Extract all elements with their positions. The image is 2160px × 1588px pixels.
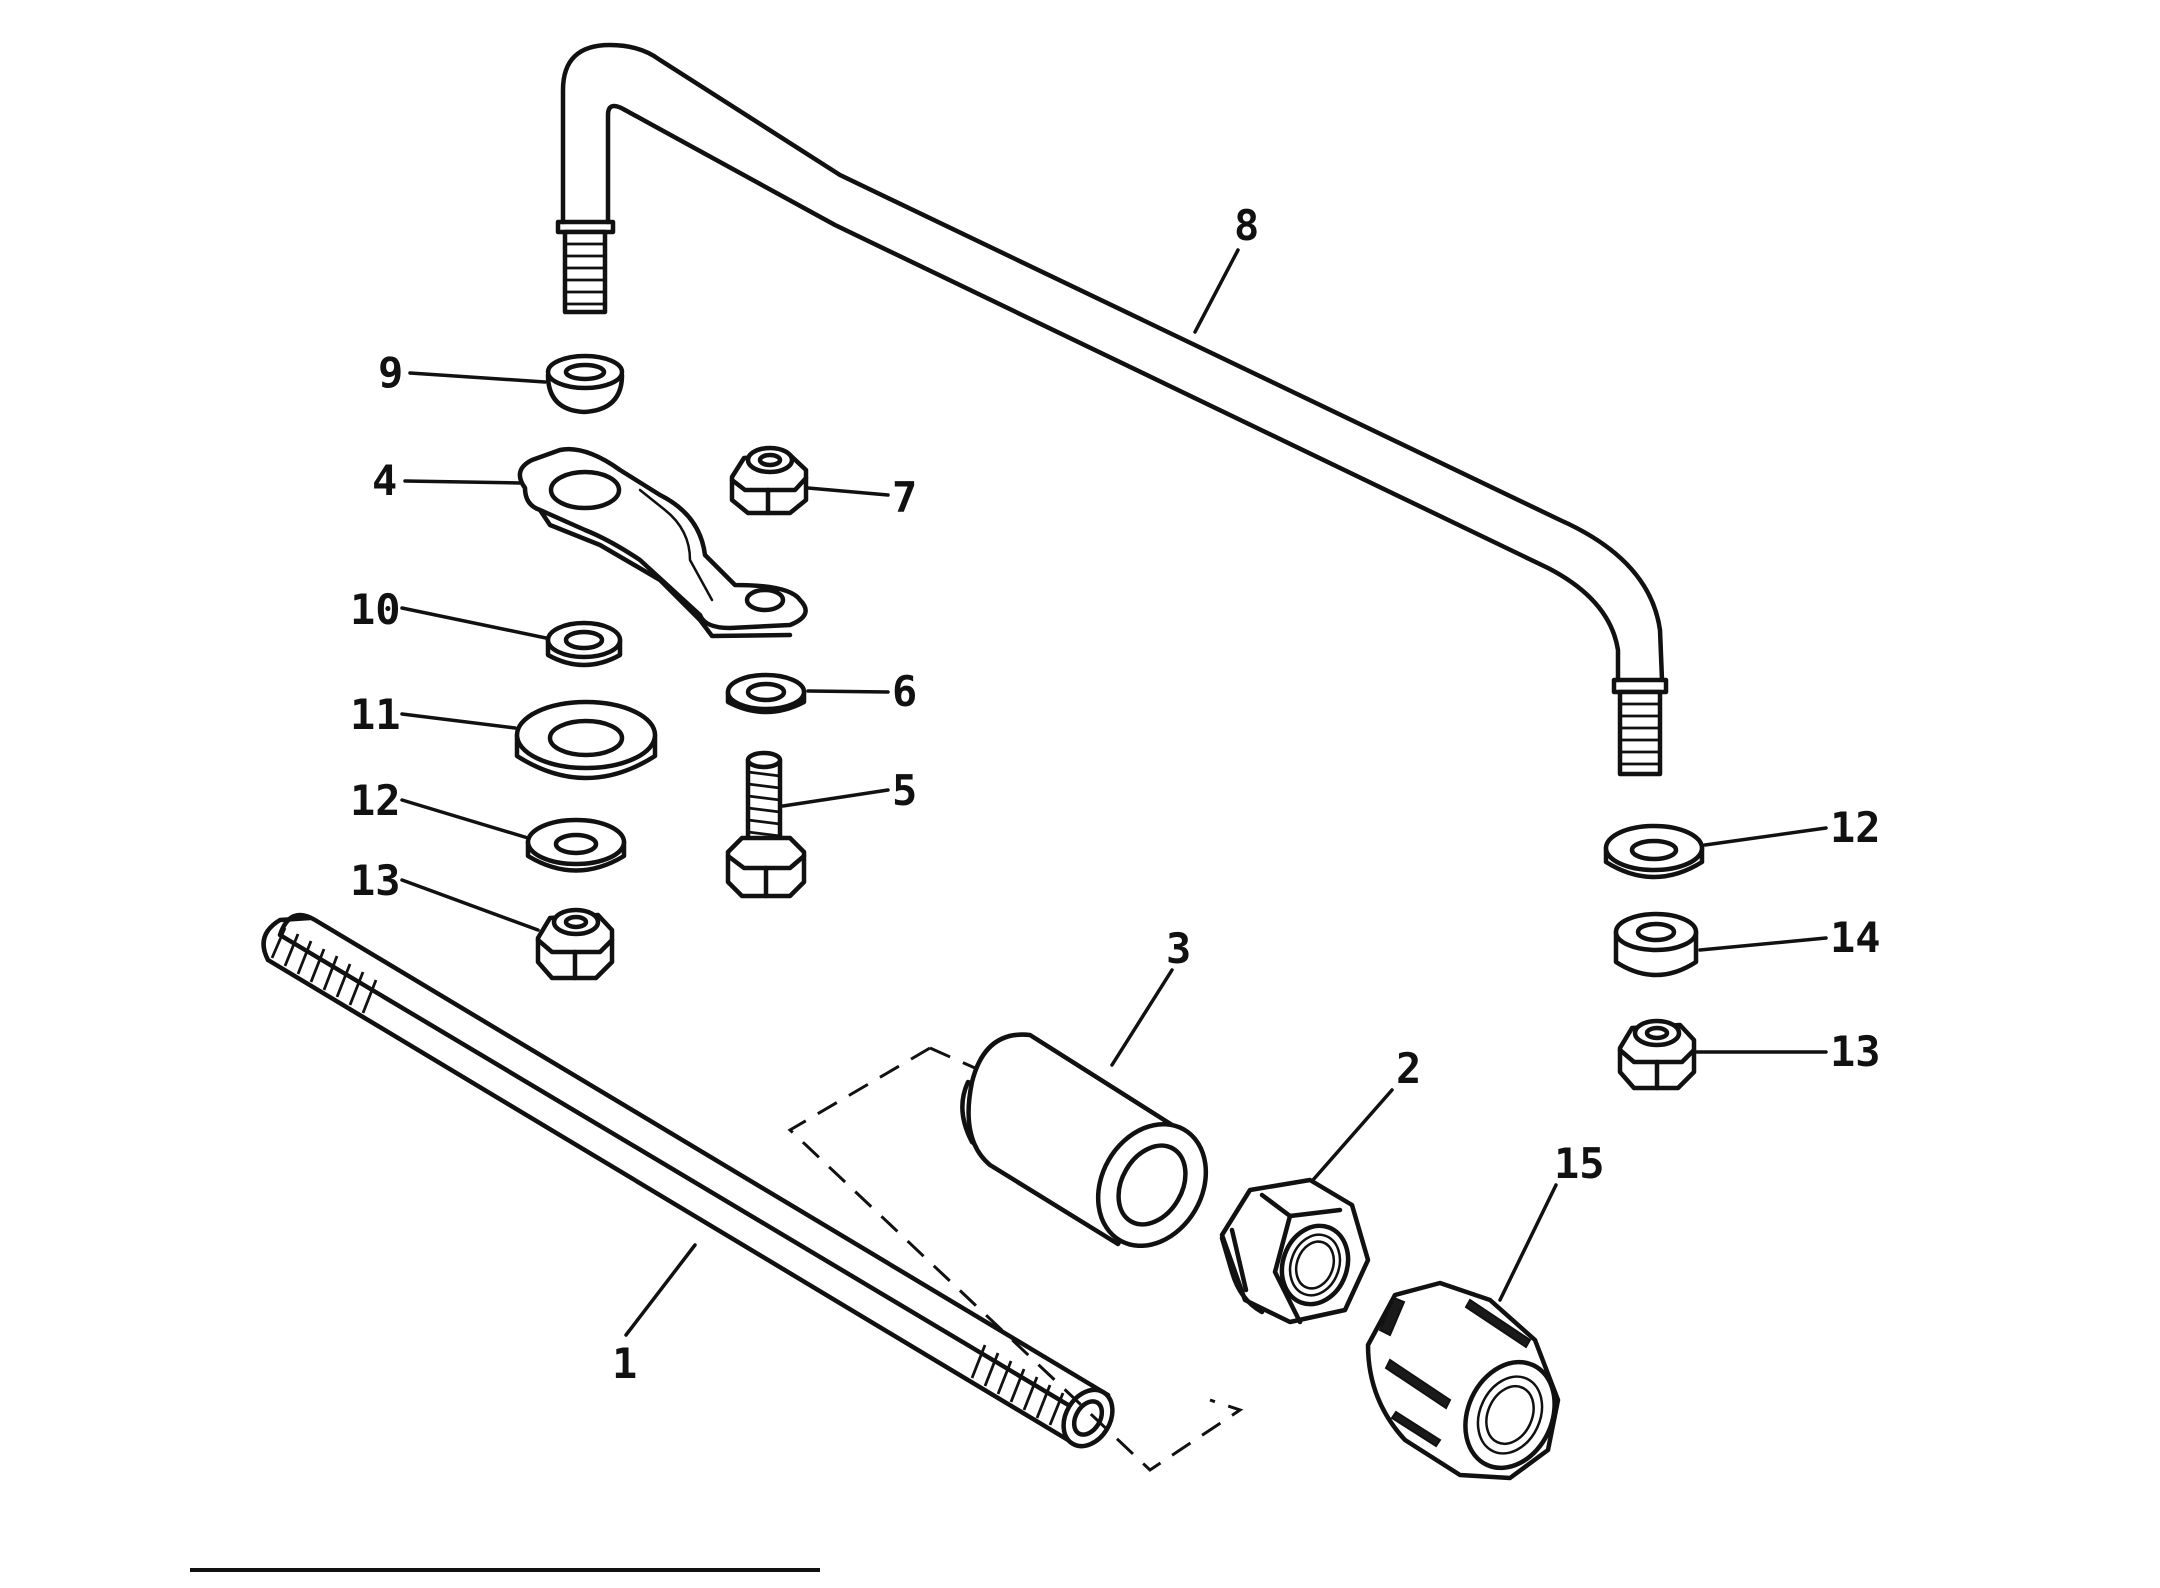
- callout-1: 1: [612, 1339, 637, 1388]
- flat-washer-small: [725, 672, 807, 715]
- callout-14: 14: [1830, 913, 1881, 962]
- callout-4: 4: [372, 456, 397, 505]
- callout-5: 5: [892, 766, 917, 815]
- callout-12-right: 12: [1830, 803, 1881, 852]
- callout-10: 10: [350, 585, 401, 634]
- callout-8: 8: [1234, 201, 1259, 250]
- link-rod: [555, 42, 1669, 777]
- flat-washer-left: [525, 817, 627, 873]
- callout-15: 15: [1554, 1139, 1605, 1188]
- callout-2: 2: [1396, 1044, 1421, 1093]
- small-thick-washer: [545, 620, 623, 668]
- bolt: [725, 750, 807, 899]
- locknut-right: [1617, 1018, 1697, 1091]
- callout-12-left: 12: [350, 776, 401, 825]
- threaded-tube: [261, 912, 1115, 1449]
- castellated-nut: [1365, 1280, 1561, 1481]
- callout-6: 6: [892, 667, 917, 716]
- large-washer: [514, 699, 658, 781]
- thick-spacer: [1613, 911, 1699, 978]
- callout-13-right: 13: [1830, 1027, 1881, 1076]
- callout-11: 11: [350, 690, 401, 739]
- hex-nut-large: [1219, 1177, 1371, 1325]
- callout-3: 3: [1166, 924, 1191, 973]
- locknut-top: [729, 445, 809, 516]
- sleeve: [960, 1032, 1209, 1249]
- locknut-left: [535, 907, 615, 981]
- offset-bracket: [517, 447, 808, 639]
- callout-13-left: 13: [350, 856, 401, 905]
- callout-9: 9: [378, 348, 403, 397]
- callout-7: 7: [892, 473, 917, 522]
- spherical-washer: [545, 353, 625, 415]
- assembly-guide-dashed: [787, 1046, 1244, 1472]
- flat-washer-right: [1603, 823, 1705, 880]
- leader-lines: [400, 248, 1828, 1337]
